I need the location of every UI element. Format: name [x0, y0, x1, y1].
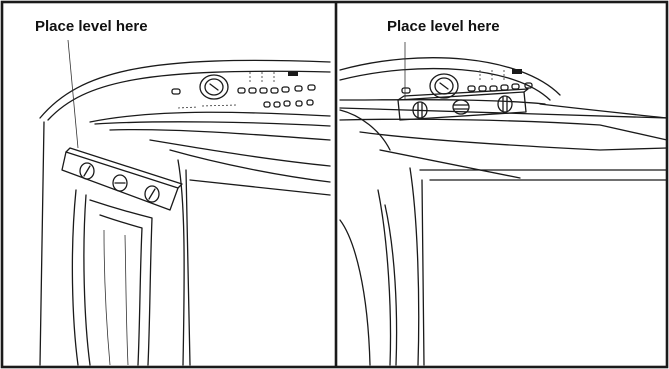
panel-label-left: Place level here: [35, 18, 148, 35]
left-panel-washer: [40, 40, 330, 365]
leader-line-left: [68, 40, 78, 148]
right-panel-washer: [340, 42, 667, 365]
level-tool-left: [62, 148, 182, 210]
panel-label-right: Place level here: [387, 18, 500, 35]
level-tool-right: [398, 89, 528, 120]
